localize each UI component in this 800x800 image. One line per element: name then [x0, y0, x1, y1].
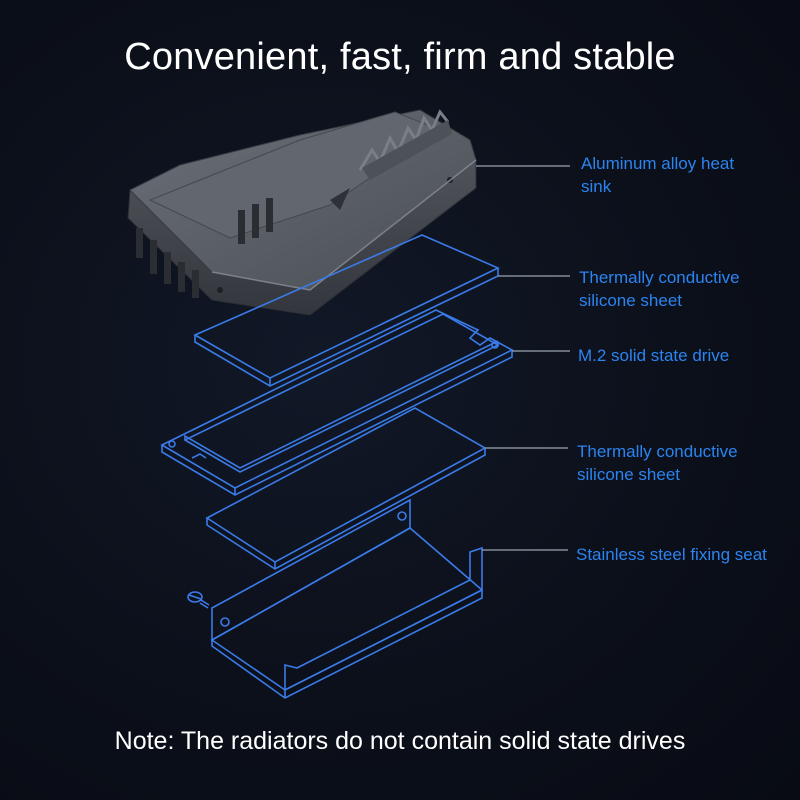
label-seat: Stainless steel fixing seat	[576, 545, 767, 564]
label-heatsink: Aluminum alloy heat sink	[581, 154, 735, 196]
label-pad-top: Thermally conductive silicone sheet	[579, 268, 740, 310]
footnote: Note: The radiators do not contain solid…	[114, 727, 686, 755]
figure-title: Convenient, fast, firm and stable	[124, 36, 676, 78]
m2-ssd	[160, 309, 514, 496]
leader-lines	[476, 165, 570, 551]
thermal-pad-top	[193, 234, 500, 387]
fixing-seat	[187, 498, 484, 699]
label-pad-bottom: Thermally conductive silicone sheet	[577, 442, 738, 484]
label-ssd: M.2 solid state drive	[578, 346, 730, 365]
heatsink	[127, 109, 477, 316]
screw-icon	[187, 591, 210, 609]
